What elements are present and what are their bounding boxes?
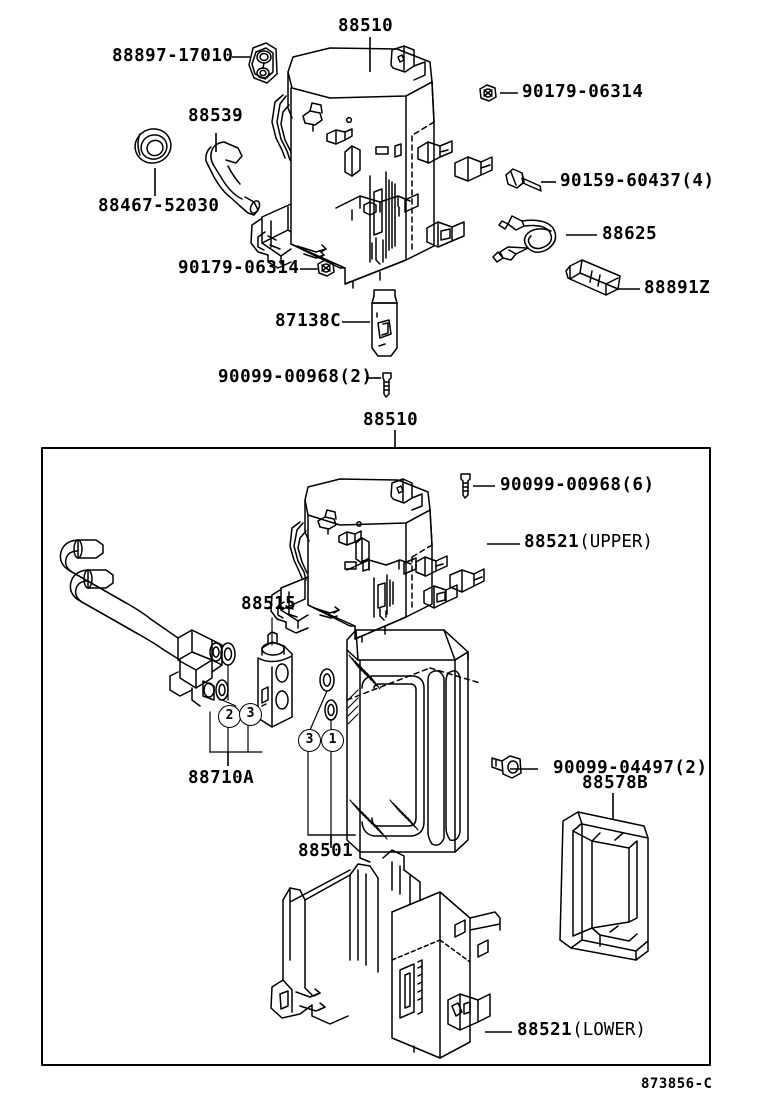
o-ring-3b: [319, 668, 335, 692]
part-90179-06314-bottom-illustration: [317, 259, 335, 277]
circled-number-2: 2: [218, 705, 241, 728]
circled-number-3b: 3: [298, 729, 321, 752]
label-88891Z: 88891Z: [644, 278, 711, 298]
label-90099-00968-2: 90099-00968(2): [218, 367, 373, 387]
label-88521-lower-number: 88521: [517, 1020, 573, 1040]
o-ring-3: [215, 679, 229, 701]
part-87138C-illustration: [371, 289, 398, 357]
label-88710A: 88710A: [188, 768, 255, 788]
label-88515: 88515: [241, 594, 297, 614]
label-90099-04497: 90099-04497(2): [553, 758, 708, 778]
footer-diagram-code: 873856-C: [641, 1076, 713, 1092]
label-88467-52030: 88467-52030: [98, 196, 220, 216]
part-88578B-illustration: [559, 811, 649, 961]
label-88521-lower: 88521(LOWER): [517, 1020, 646, 1040]
label-90099-00968-6: 90099-00968(6): [500, 475, 655, 495]
label-88539: 88539: [188, 106, 244, 126]
label-88897-17010: 88897-17010: [112, 46, 234, 66]
o-ring-2: [220, 642, 236, 666]
part-90179-06314-top-illustration: [479, 84, 497, 102]
label-88521-upper-suffix: (UPPER): [579, 532, 653, 552]
leader-lines: [154, 37, 640, 1033]
part-88891Z-illustration: [565, 259, 621, 296]
part-hose-assembly-illustration: [59, 539, 263, 753]
label-88625: 88625: [602, 224, 658, 244]
label-88510-upper: 88510: [338, 16, 394, 36]
label-90179-06314-top: 90179-06314: [522, 82, 644, 102]
label-88501: 88501: [298, 841, 354, 861]
label-88521-upper: 88521(UPPER): [524, 532, 653, 552]
part-88521-lower-illustration: [270, 849, 501, 1059]
label-88521-upper-number: 88521: [524, 532, 580, 552]
label-87138C: 87138C: [275, 311, 342, 331]
label-90179-06314-bottom: 90179-06314: [178, 258, 300, 278]
circled-number-3a: 3: [239, 703, 262, 726]
lower-panel-border: [41, 447, 711, 1066]
part-88501-evaporator-illustration: [307, 629, 481, 863]
part-90099-00968-6-illustration: [460, 473, 471, 499]
part-90159-60437-illustration: [505, 168, 542, 192]
part-88897-17010-illustration: [248, 42, 278, 84]
label-88510-lower: 88510: [363, 410, 419, 430]
label-88578B: 88578B: [582, 773, 649, 793]
label-90159-60437: 90159-60437(4): [560, 171, 715, 191]
part-90099-04497-illustration: [491, 755, 522, 779]
part-88515-illustration: [257, 617, 293, 728]
o-ring-1: [324, 699, 338, 721]
part-90099-00968-2-illustration: [382, 372, 392, 398]
label-88521-lower-suffix: (LOWER): [572, 1020, 646, 1040]
part-88521-upper-illustration: [270, 478, 485, 643]
part-88625-illustration: [492, 215, 557, 263]
part-88467-52030-illustration: [134, 128, 172, 164]
upper-hvac-case-illustration: [250, 45, 493, 289]
circled-number-1: 1: [321, 729, 344, 752]
